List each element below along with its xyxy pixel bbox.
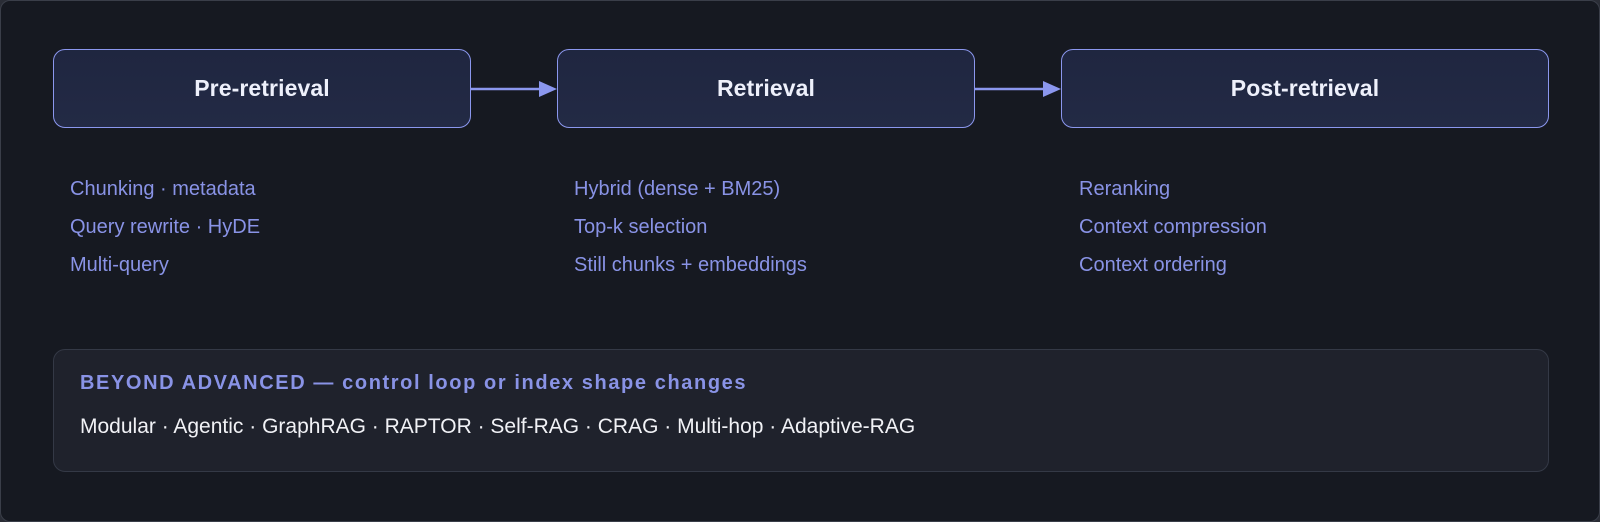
list-item: Top-k selection [574,216,708,238]
list-item: Context ordering [1079,254,1227,276]
list-item: Still chunks + embeddings [574,254,807,276]
stage-post-retrieval: Post-retrieval [1061,49,1549,128]
post-retrieval-items: Reranking Context compression Context or… [1079,170,1267,284]
list-item: Reranking [1079,178,1171,200]
stage-title: Pre-retrieval [194,75,330,101]
beyond-advanced-panel: BEYOND ADVANCED — control loop or index … [53,349,1549,472]
list-item: Context compression [1079,216,1267,238]
stage-title: Post-retrieval [1230,75,1380,101]
arrow-retrieval-to-post [975,81,1061,97]
beyond-heading: BEYOND ADVANCED — control loop or index … [80,372,748,394]
list-item: Query rewrite · HyDE [70,216,261,238]
list-item: Hybrid (dense + BM25) [574,178,781,200]
stage-retrieval: Retrieval [557,49,975,128]
pre-retrieval-items: Chunking · metadata Query rewrite · HyDE… [70,170,260,284]
stage-pre-retrieval: Pre-retrieval [53,49,471,128]
retrieval-items: Hybrid (dense + BM25) Top-k selection St… [574,170,807,284]
list-item: Multi-query [70,254,169,276]
stage-title: Retrieval [716,75,816,101]
list-item: Chunking · metadata [70,178,256,200]
arrow-pre-to-retrieval [471,81,557,97]
beyond-methods-list: Modular · Agentic · GraphRAG · RAPTOR · … [80,415,916,438]
